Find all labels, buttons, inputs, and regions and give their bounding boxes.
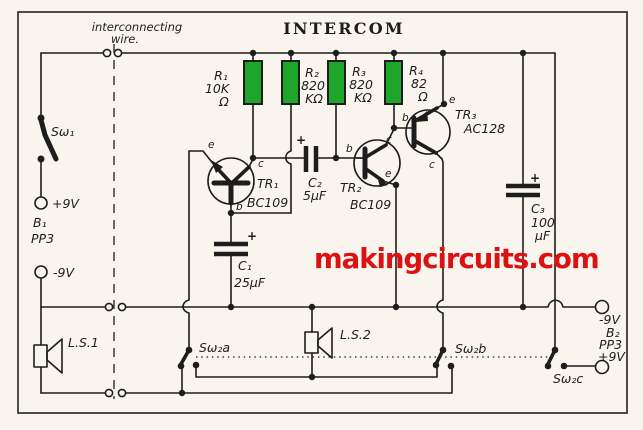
b1-type: PP3 [31, 231, 54, 246]
c1-name: C₁ [238, 258, 252, 273]
b2-name: B₂ [606, 325, 620, 340]
tr2-part: BC109 [350, 197, 391, 212]
tr3-part: AC128 [463, 121, 505, 136]
c3-plus: + [530, 171, 540, 185]
r4-name: R₄ [409, 63, 423, 78]
tr3-pin-c: c [429, 159, 435, 171]
resistor-r1: R₁ 10K Ω [205, 60, 263, 109]
tr2-pin-b: b [346, 143, 353, 155]
resistor-r2: R₂ 820 KΩ [281, 60, 325, 106]
transistor-tr3: b e c TR₃ AC128 [402, 94, 505, 171]
tr2-name: TR₂ [340, 180, 361, 195]
junction-dots [178, 49, 527, 397]
r1-unit: Ω [218, 94, 229, 109]
c3-unit: µF [534, 228, 551, 243]
r2-name: R₂ [305, 65, 319, 80]
sw2b-label: Sω₂b [455, 341, 486, 356]
tr3-pin-b: b [402, 112, 409, 124]
ls1-label: L.S.1 [68, 335, 99, 350]
capacitor-c1: + C₁ 25µF [214, 229, 266, 290]
b1-name: B₁ [33, 215, 47, 230]
c3-name: C₃ [531, 201, 545, 216]
tr1-name: TR₁ [257, 176, 278, 191]
transistor-tr2: b c e TR₂ BC109 [340, 128, 401, 212]
speaker-ls1: L.S.1 [33, 335, 99, 374]
b1-minus-label: -9V [53, 265, 75, 280]
r3-name: R₃ [352, 64, 366, 79]
r4-unit: Ω [417, 89, 428, 104]
sw2c-label: Sω₂c [553, 371, 583, 386]
capacitor-c3: + C₃ 100 µF [506, 171, 555, 243]
c1-plus: + [247, 229, 257, 243]
schematic-border [17, 11, 628, 414]
r1-name: R₁ [214, 68, 228, 83]
sw2a-label: Sω₂a [199, 340, 230, 355]
r2-value: 820 [301, 78, 325, 93]
speaker-ls2: L.S.2 [304, 327, 371, 359]
c2-name: C₂ [308, 175, 322, 190]
switch-sw2b: Sω₂b [432, 341, 486, 370]
tr2-pin-c: c [386, 134, 392, 146]
resistor-r4: R₄ 82 Ω [384, 60, 428, 105]
b2-plus-label: +9V [598, 349, 626, 364]
tr1-pin-e: e [208, 139, 214, 151]
c3-value: 100 [531, 215, 555, 230]
page-title: INTERCOM [283, 19, 405, 38]
sw1-label: Sω₁ [51, 124, 74, 139]
watermark: makingcircuits.com [314, 243, 599, 275]
b2-type: PP3 [599, 337, 622, 352]
interconnecting-wire-label: interconnecting [92, 20, 182, 34]
r4-value: 82 [411, 76, 427, 91]
battery-b1: +9V B₁ PP3 -9V [31, 196, 80, 280]
r1-value: 10K [205, 81, 231, 96]
c1-value: 25µF [234, 275, 266, 290]
tr1-part: BC109 [247, 195, 288, 210]
r3-unit: KΩ [354, 90, 372, 105]
r3-value: 820 [349, 77, 373, 92]
b2-minus-label: -9V [599, 312, 621, 327]
resistor-r3: R₃ 820 KΩ [327, 60, 373, 105]
tr2-pin-e: e [385, 168, 391, 180]
tr1-pin-b: b [236, 201, 243, 213]
ls2-label: L.S.2 [340, 327, 371, 342]
c2-value: 5µF [303, 188, 327, 203]
c2-plus: + [296, 133, 306, 147]
capacitor-c2: + C₂ 5µF [296, 133, 327, 203]
interconnecting-wire-label2: wire. [111, 32, 139, 46]
switch-sw1: Sω₁ [37, 114, 74, 163]
transistor-tr1: e c b TR₁ BC109 [188, 139, 288, 213]
tr3-name: TR₃ [455, 107, 476, 122]
switch-sw2a: Sω₂a [177, 340, 230, 370]
tr1-pin-c: c [258, 158, 264, 170]
battery-b2: -9V B₂ PP3 +9V [594, 299, 626, 375]
interconnect-terminals [102, 48, 127, 398]
tr3-pin-e: e [449, 94, 455, 106]
r2-unit: KΩ [305, 91, 323, 106]
b1-plus-label: +9V [52, 196, 80, 211]
